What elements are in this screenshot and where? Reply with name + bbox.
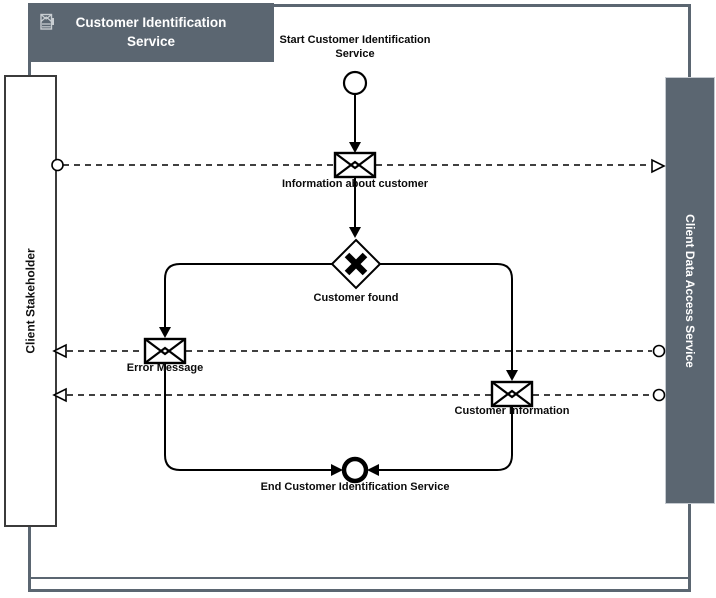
end-event-circle[interactable] xyxy=(341,456,369,484)
message-flow-endpoints xyxy=(51,158,666,403)
pool-title: Customer Identification Service xyxy=(75,15,227,49)
message-error-label: Error Message xyxy=(126,362,204,374)
message-envelope-customer[interactable] xyxy=(490,380,534,408)
message-source-circle xyxy=(652,388,666,402)
gateway-label: Customer found xyxy=(313,292,399,304)
exclusive-gateway[interactable] xyxy=(330,238,382,290)
stacked-messages-icon xyxy=(40,13,54,30)
message-source-circle xyxy=(51,158,64,172)
message-envelope-error[interactable] xyxy=(143,337,187,365)
pool-header[interactable]: Customer Identification Service xyxy=(28,3,274,62)
gateway-x-icon xyxy=(344,252,368,276)
envelope-icon xyxy=(334,152,376,178)
message-arrow-left-icon xyxy=(52,343,67,359)
start-event-label: Start Customer Identification Service xyxy=(279,34,431,61)
pool-bottom-lane-divider xyxy=(31,577,688,579)
envelope-icon xyxy=(144,338,186,364)
envelope-icon xyxy=(491,381,533,407)
end-event-label: End Customer Identification Service xyxy=(260,481,450,493)
message-flow-lines xyxy=(63,164,652,396)
message-customer-label: Customer Information xyxy=(454,405,570,417)
sequence-flow-lines xyxy=(164,94,513,471)
participant-client-stakeholder[interactable]: Client Stakeholder xyxy=(4,75,57,527)
message-source-circle xyxy=(652,344,666,358)
message-info-label: Information about customer xyxy=(281,178,429,190)
message-arrow-left-icon xyxy=(52,387,67,403)
participant-client-data-access-service[interactable]: Client Data Access Service xyxy=(665,77,715,504)
message-arrow-right-icon xyxy=(651,158,666,174)
message-envelope-info[interactable] xyxy=(333,151,377,179)
sequence-flow-arrowheads xyxy=(159,142,518,476)
start-event-circle[interactable] xyxy=(342,70,368,96)
